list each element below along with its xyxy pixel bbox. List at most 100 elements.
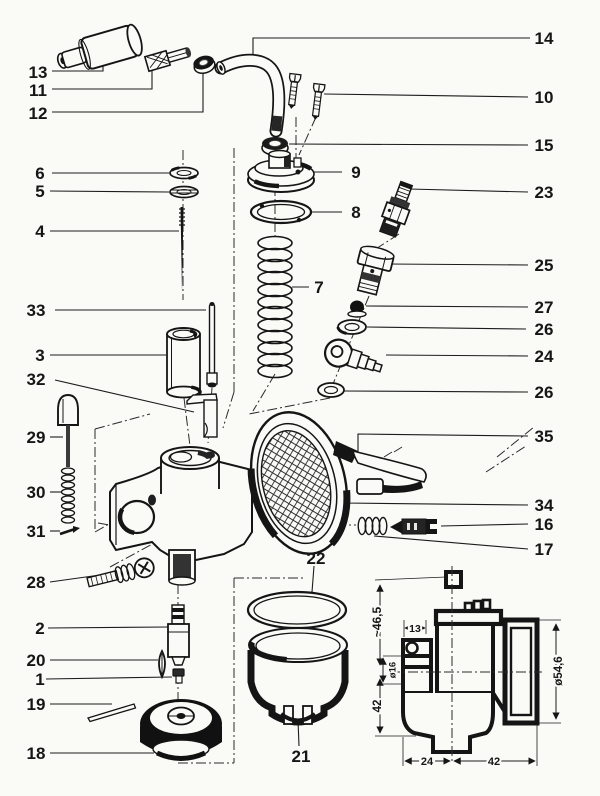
callout-22: 22 xyxy=(307,549,326,568)
leader-26b xyxy=(343,390,529,393)
part-valve-ball-27 xyxy=(347,300,367,318)
leader-32 xyxy=(54,379,195,413)
callout-12: 12 xyxy=(29,104,48,123)
callout-29: 29 xyxy=(27,428,46,447)
dim-bottom-width-right: 42 xyxy=(488,756,500,768)
leader-5 xyxy=(49,190,170,193)
leader-23 xyxy=(408,188,529,193)
callout-18: 18 xyxy=(27,744,46,763)
part-washer-26a xyxy=(336,318,368,336)
dimension-drawing: ~46,5 13 ø16 42 ø54,6 24 42 xyxy=(368,566,567,770)
callout-9: 9 xyxy=(351,163,360,182)
callout-34: 34 xyxy=(535,496,554,515)
callout-8: 8 xyxy=(351,203,360,222)
part-idle-screw-28 xyxy=(86,557,155,588)
part-float-18 xyxy=(140,699,222,761)
leader-26a xyxy=(366,326,527,330)
callout-4: 4 xyxy=(35,222,45,241)
dimension-lines xyxy=(374,576,561,766)
callout-15: 15 xyxy=(535,136,554,155)
part-washer-5 xyxy=(169,185,199,199)
callout-14: 14 xyxy=(535,29,554,48)
part-slide-spring-7 xyxy=(257,235,293,379)
part-gasket-ring-8 xyxy=(249,199,313,225)
callout-33: 33 xyxy=(27,301,46,320)
part-choke-spring-30 xyxy=(60,467,76,524)
part-cable-nut xyxy=(193,55,216,74)
leader-14 xyxy=(252,37,530,60)
callout-5: 5 xyxy=(35,182,44,201)
dim-bore-diameter: ø16 xyxy=(388,662,399,678)
part-cover-screws xyxy=(288,72,326,120)
leader-2 xyxy=(47,626,170,629)
part-valve-spring-17 xyxy=(357,516,388,536)
part-filter-strap-35 xyxy=(333,441,427,495)
leader-15 xyxy=(288,143,529,146)
callout-1: 1 xyxy=(35,670,44,689)
part-washer-26b xyxy=(317,382,345,398)
part-spring-clip-31 xyxy=(59,526,80,536)
callout-7: 7 xyxy=(314,278,323,297)
dimension-labels: ~46,5 13 ø16 42 ø54,6 24 42 xyxy=(368,604,567,770)
callout-20: 20 xyxy=(27,651,46,670)
leader-22 xyxy=(311,565,315,593)
callout-27: 27 xyxy=(535,298,554,317)
callout-24: 24 xyxy=(535,347,554,366)
callout-23: 23 xyxy=(535,183,554,202)
callout-13: 13 xyxy=(29,63,48,82)
leader-34 xyxy=(343,494,529,506)
callout-26a: 26 xyxy=(535,320,554,339)
leader-16 xyxy=(440,523,529,527)
callout-16: 16 xyxy=(535,515,554,534)
callout-21: 21 xyxy=(292,747,311,766)
callout-25: 25 xyxy=(535,256,554,275)
dim-bottom-width-left: 24 xyxy=(421,756,434,768)
leader-24 xyxy=(385,354,529,357)
part-banjo-fitting-24 xyxy=(323,338,383,373)
leader-12 xyxy=(52,71,204,113)
leader-27 xyxy=(365,305,529,308)
callout-17: 17 xyxy=(535,540,554,559)
callout-10: 10 xyxy=(535,88,554,107)
part-choke-plunger-29 xyxy=(57,394,79,467)
callout-31: 31 xyxy=(27,522,46,541)
part-washer-6 xyxy=(168,166,200,180)
dim-flange-diameter: ø54,6 xyxy=(553,656,565,685)
leader-1 xyxy=(45,676,173,680)
part-starter-plunger-23 xyxy=(379,180,414,238)
part-cable-adjuster xyxy=(143,47,192,73)
leader-10 xyxy=(323,93,529,98)
dim-boss-width: 13 xyxy=(409,623,421,635)
part-cable-barrel xyxy=(56,23,143,70)
callout-35: 35 xyxy=(535,427,554,446)
dim-lower-height: 42 xyxy=(372,700,384,713)
part-throttle-slide-3 xyxy=(165,327,202,400)
part-main-jet-1 xyxy=(172,668,185,684)
part-seal-20 xyxy=(158,648,166,680)
part-jet-holder-2 xyxy=(167,604,190,666)
callout-19: 19 xyxy=(27,695,46,714)
callout-labels: 13 11 12 6 5 4 33 3 32 29 30 31 28 2 20 … xyxy=(27,29,554,766)
callout-30: 30 xyxy=(27,483,46,502)
part-bowl-gasket-22 xyxy=(246,590,348,630)
leader-17 xyxy=(373,535,529,550)
part-air-filter-34 xyxy=(247,408,351,558)
part-float-bowl-21 xyxy=(247,627,349,726)
callout-11: 11 xyxy=(29,81,47,100)
leader-lines xyxy=(45,37,530,754)
part-float-valve-16 xyxy=(390,518,437,535)
part-cable-anchor-32 xyxy=(186,393,218,438)
part-needle-rod-33 xyxy=(206,302,218,388)
leader-35 xyxy=(357,433,529,452)
part-float-pin-19 xyxy=(87,703,137,723)
leader-11 xyxy=(52,67,153,90)
part-jet-needle-4 xyxy=(179,207,185,292)
callout-6: 6 xyxy=(35,164,44,183)
callout-28: 28 xyxy=(27,573,46,592)
callout-2: 2 xyxy=(35,619,44,638)
part-top-cap-9 xyxy=(245,149,317,193)
callout-3: 3 xyxy=(35,346,44,365)
part-carburetor-body xyxy=(109,446,253,586)
